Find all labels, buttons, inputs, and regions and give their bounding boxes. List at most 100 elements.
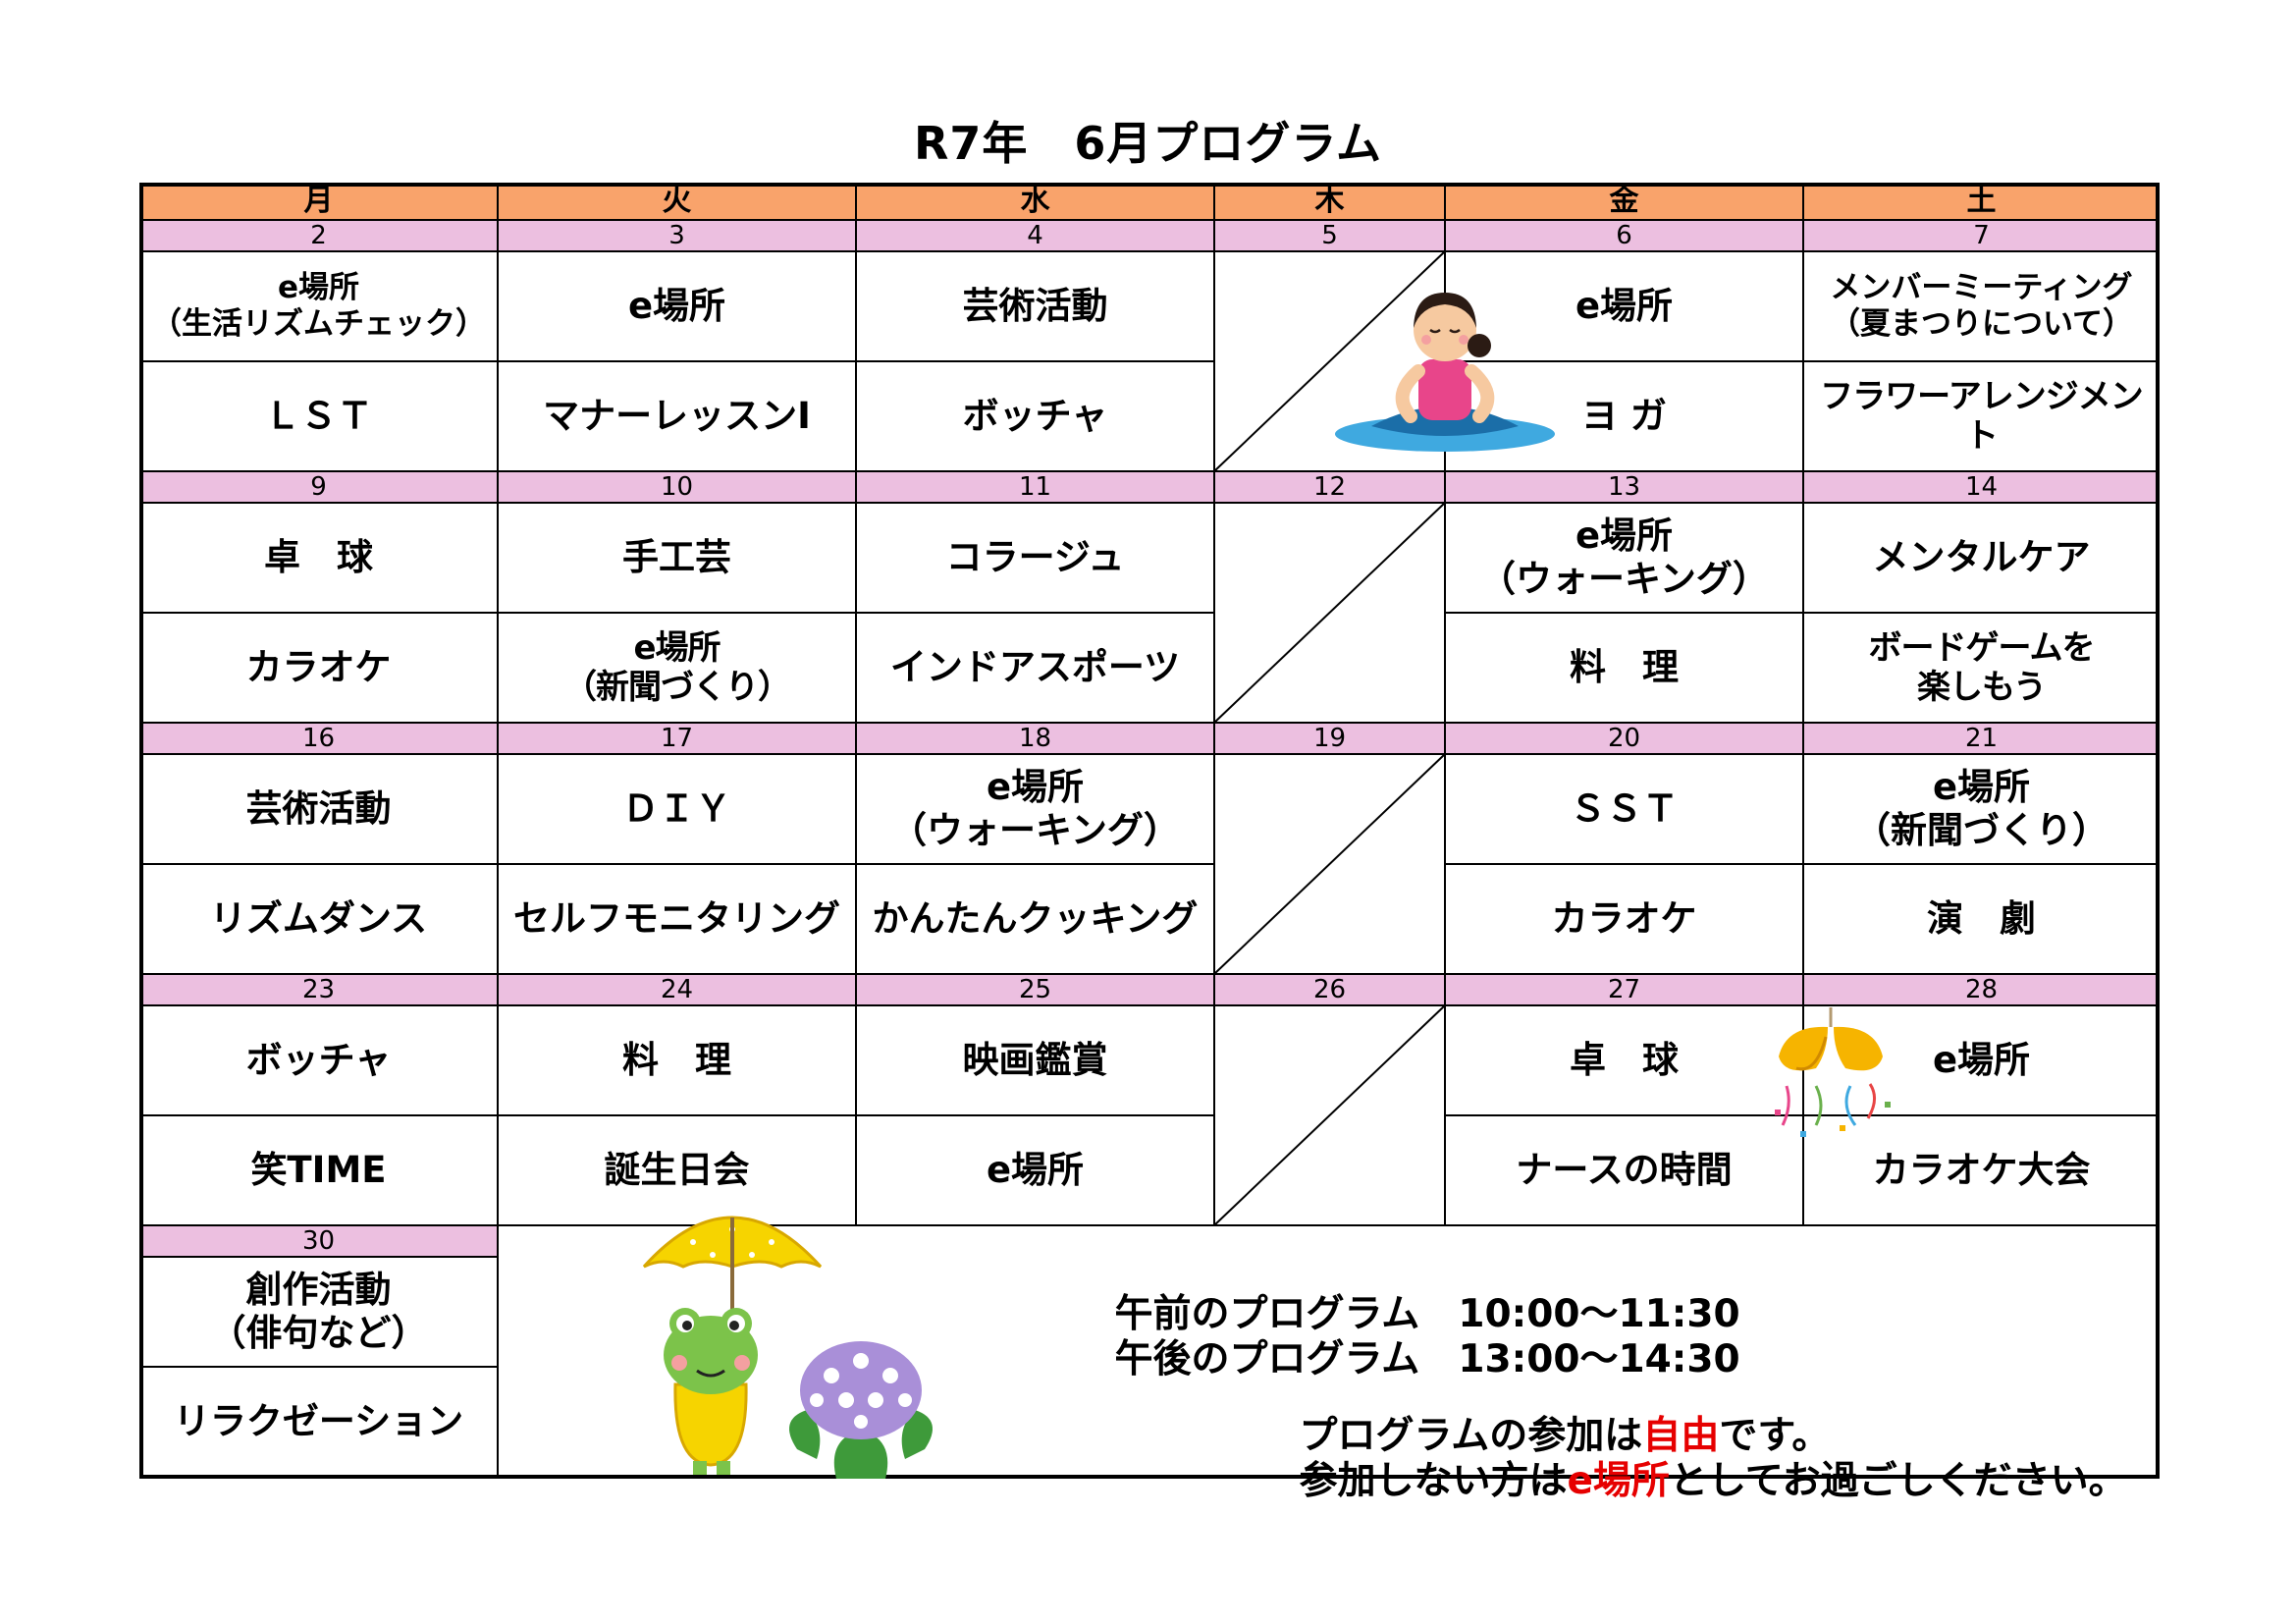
afternoon-activity: マナーレッスンⅠ — [543, 395, 811, 438]
party-cracker-icon — [1775, 1007, 1891, 1137]
afternoon-activity: セルフモニタリング — [513, 897, 840, 941]
date-label: 6 — [1616, 220, 1632, 250]
morning-time: 10:00～11:30 — [1458, 1292, 1740, 1336]
date-label: 23 — [301, 974, 336, 1004]
weekday-header: 水 — [1020, 184, 1050, 219]
morning-activity: e場所 — [1932, 1039, 2031, 1082]
weekday-header-bg — [139, 183, 2160, 220]
note2-tail: としてお過ごしください。 — [1669, 1459, 2127, 1503]
date-row-bg — [139, 723, 2160, 754]
calendar-border — [139, 183, 2160, 1479]
date-label: 3 — [668, 220, 685, 250]
morning-activity: e場所 — [1575, 285, 1674, 328]
date-label: 28 — [1964, 974, 1999, 1004]
date-label: 12 — [1312, 471, 1347, 502]
afternoon-activity: 料 理 — [1570, 646, 1679, 689]
note1-tail: です。 — [1719, 1414, 1831, 1458]
date-label: 25 — [1018, 974, 1052, 1004]
morning-activity: 創作活動 （俳句など） — [209, 1269, 428, 1354]
morning-activity: 映画鑑賞 — [962, 1039, 1108, 1082]
weekday-header: 月 — [303, 184, 334, 219]
date-label: 30 — [301, 1225, 336, 1256]
weekday-header: 土 — [1966, 184, 1997, 219]
yoga-illustration-icon — [1335, 293, 1555, 452]
afternoon-activity: 誕生日会 — [604, 1149, 750, 1192]
afternoon-activity: リズムダンス — [209, 897, 428, 941]
note2-text: 参加しない方は — [1299, 1459, 1568, 1503]
date-label: 20 — [1607, 723, 1641, 753]
afternoon-activity: e場所 — [986, 1149, 1085, 1192]
morning-activity: コラージュ — [945, 536, 1125, 579]
morning-activity: メンタルケア — [1872, 536, 2091, 579]
page-title: R7年 6月プログラム — [913, 117, 1383, 170]
closed-day-diagonal — [1213, 753, 1446, 975]
weekday-header: 火 — [662, 184, 692, 219]
date-row-bg — [139, 974, 2160, 1005]
note1-text: プログラムの参加は — [1299, 1414, 1643, 1458]
closed-day-diagonal — [1213, 1004, 1446, 1226]
closed-day-diagonal — [1213, 502, 1446, 724]
date-label: 10 — [660, 471, 694, 502]
frog-umbrella-icon — [642, 1216, 823, 1475]
date-label: 24 — [660, 974, 694, 1004]
date-label: 21 — [1964, 723, 1999, 753]
date-label: 5 — [1321, 220, 1338, 250]
weekday-header: 木 — [1314, 184, 1345, 219]
afternoon-activity: インドアスポーツ — [889, 646, 1181, 689]
date-label: 18 — [1018, 723, 1052, 753]
calendar-grid — [139, 183, 2160, 1479]
morning-activity: e場所 （新聞づくり） — [1854, 766, 2109, 851]
morning-activity: 芸術活動 — [962, 285, 1108, 328]
date-label: 16 — [301, 723, 336, 753]
morning-activity: 手工芸 — [622, 536, 731, 579]
non-participation-note: 参加しない方はe場所としてお過ごしください。 — [1219, 1414, 2127, 1549]
note1-emphasis: 自由 — [1642, 1414, 1720, 1458]
afternoon-activity: かんたんクッキング — [872, 897, 1199, 941]
afternoon-activity: ＬＳＴ — [264, 395, 373, 438]
weekday-header: 金 — [1609, 184, 1639, 219]
date-label: 4 — [1027, 220, 1043, 250]
afternoon-time: 13:00～14:30 — [1458, 1337, 1740, 1381]
date-row-bg — [139, 1225, 498, 1257]
afternoon-activity: カラオケ大会 — [1872, 1149, 2091, 1192]
date-label: 27 — [1607, 974, 1641, 1004]
morning-activity: 料 理 — [622, 1039, 731, 1082]
date-label: 9 — [310, 471, 327, 502]
afternoon-activity: 演 劇 — [1927, 897, 2036, 941]
afternoon-activity: 笑TIME — [250, 1149, 387, 1192]
afternoon-activity: ボッチャ — [962, 395, 1108, 438]
date-label: 14 — [1964, 471, 1999, 502]
afternoon-activity: e場所 （新聞づくり） — [563, 627, 791, 707]
date-label: 7 — [1973, 220, 1990, 250]
afternoon-activity: カラオケ — [1551, 897, 1697, 941]
morning-activity: e場所 （ウォーキング） — [1479, 514, 1769, 600]
morning-label: 午前のプログラム — [1114, 1292, 1420, 1336]
closed-day-diagonal — [1213, 250, 1446, 472]
afternoon-activity: ナースの時間 — [1516, 1149, 1733, 1192]
participation-note: プログラムの参加は自由です。 — [1219, 1369, 1830, 1504]
morning-activity: 卓 球 — [264, 536, 373, 579]
morning-activity: 卓 球 — [1570, 1039, 1679, 1082]
afternoon-activity: ヨ ガ — [1581, 395, 1667, 438]
afternoon-label: 午後のプログラム — [1114, 1337, 1420, 1381]
date-row-bg — [139, 471, 2160, 503]
afternoon-activity: カラオケ — [245, 646, 392, 689]
morning-activity: e場所 （ウォーキング） — [890, 766, 1180, 851]
morning-activity: メンバーミーティング （夏まつりについて） — [1829, 270, 2134, 342]
date-label: 13 — [1607, 471, 1641, 502]
morning-activity: ＳＳＴ — [1570, 787, 1679, 831]
morning-activity: e場所 （生活リズムチェック） — [151, 270, 486, 342]
afternoon-activity: ボードゲームを 楽しもう — [1868, 627, 2096, 707]
date-label: 17 — [660, 723, 694, 753]
morning-activity: e場所 — [627, 285, 726, 328]
morning-activity: ＤＩＹ — [622, 787, 731, 831]
afternoon-activity: フラワーアレンジメント — [1820, 376, 2144, 456]
note2-emphasis: e場所 — [1567, 1459, 1670, 1503]
afternoon-line: 午後のプログラム 13:00～14:30 — [1035, 1292, 1740, 1428]
date-row-bg — [139, 220, 2160, 251]
date-label: 19 — [1312, 723, 1347, 753]
morning-activity: ボッチャ — [245, 1039, 392, 1082]
morning-activity: 芸術活動 — [245, 787, 392, 831]
morning-line: 午前のプログラム 10:00～11:30 — [1035, 1247, 1740, 1382]
